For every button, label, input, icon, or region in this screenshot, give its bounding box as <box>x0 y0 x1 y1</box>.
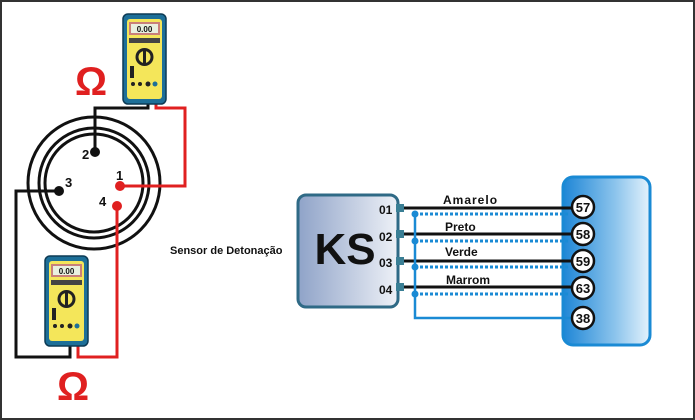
multimeter-top: 0.00 <box>122 13 167 105</box>
ecu-pin-58: 58 <box>576 227 590 242</box>
wire-label-preto: Preto <box>445 220 476 234</box>
connector-pin-3 <box>54 186 64 196</box>
meter-display: 0.00 <box>137 25 153 34</box>
multimeter-bottom: 0.00 <box>44 255 89 347</box>
ecu-pins <box>570 194 596 331</box>
pin-label-4: 4 <box>99 194 107 209</box>
knock-sensor-block <box>296 193 400 309</box>
sensor-pin-02: 02 <box>379 230 393 244</box>
ohm-icon: Ω <box>57 365 89 409</box>
connector-pin-4 <box>112 201 122 211</box>
ohm-icon: Ω <box>75 60 107 104</box>
pin-label-1: 1 <box>116 168 123 183</box>
connector-pin-2 <box>90 147 100 157</box>
sensor-pin-03: 03 <box>379 256 393 270</box>
sensor-label: KS <box>314 225 375 274</box>
sensor-pin-04: 04 <box>379 283 393 297</box>
wire-label-marrom: Marrom <box>446 273 490 287</box>
sensor-pin-01: 01 <box>379 203 393 217</box>
pin-label-3: 3 <box>65 175 72 190</box>
ecu-pin-63: 63 <box>576 281 590 296</box>
meter-display: 0.00 <box>59 267 75 276</box>
wire-label-amarelo: Amarelo <box>443 193 498 207</box>
ecu-pin-57: 57 <box>576 200 590 215</box>
ecu-pin-59: 59 <box>576 254 590 269</box>
wire-label-verde: Verde <box>445 245 478 259</box>
ecu-pin-38: 38 <box>576 311 590 326</box>
harness <box>396 204 572 320</box>
sensor-caption: Sensor de Detonação <box>170 245 283 257</box>
pin-label-2: 2 <box>82 147 89 162</box>
connector-pin-1 <box>115 181 125 191</box>
